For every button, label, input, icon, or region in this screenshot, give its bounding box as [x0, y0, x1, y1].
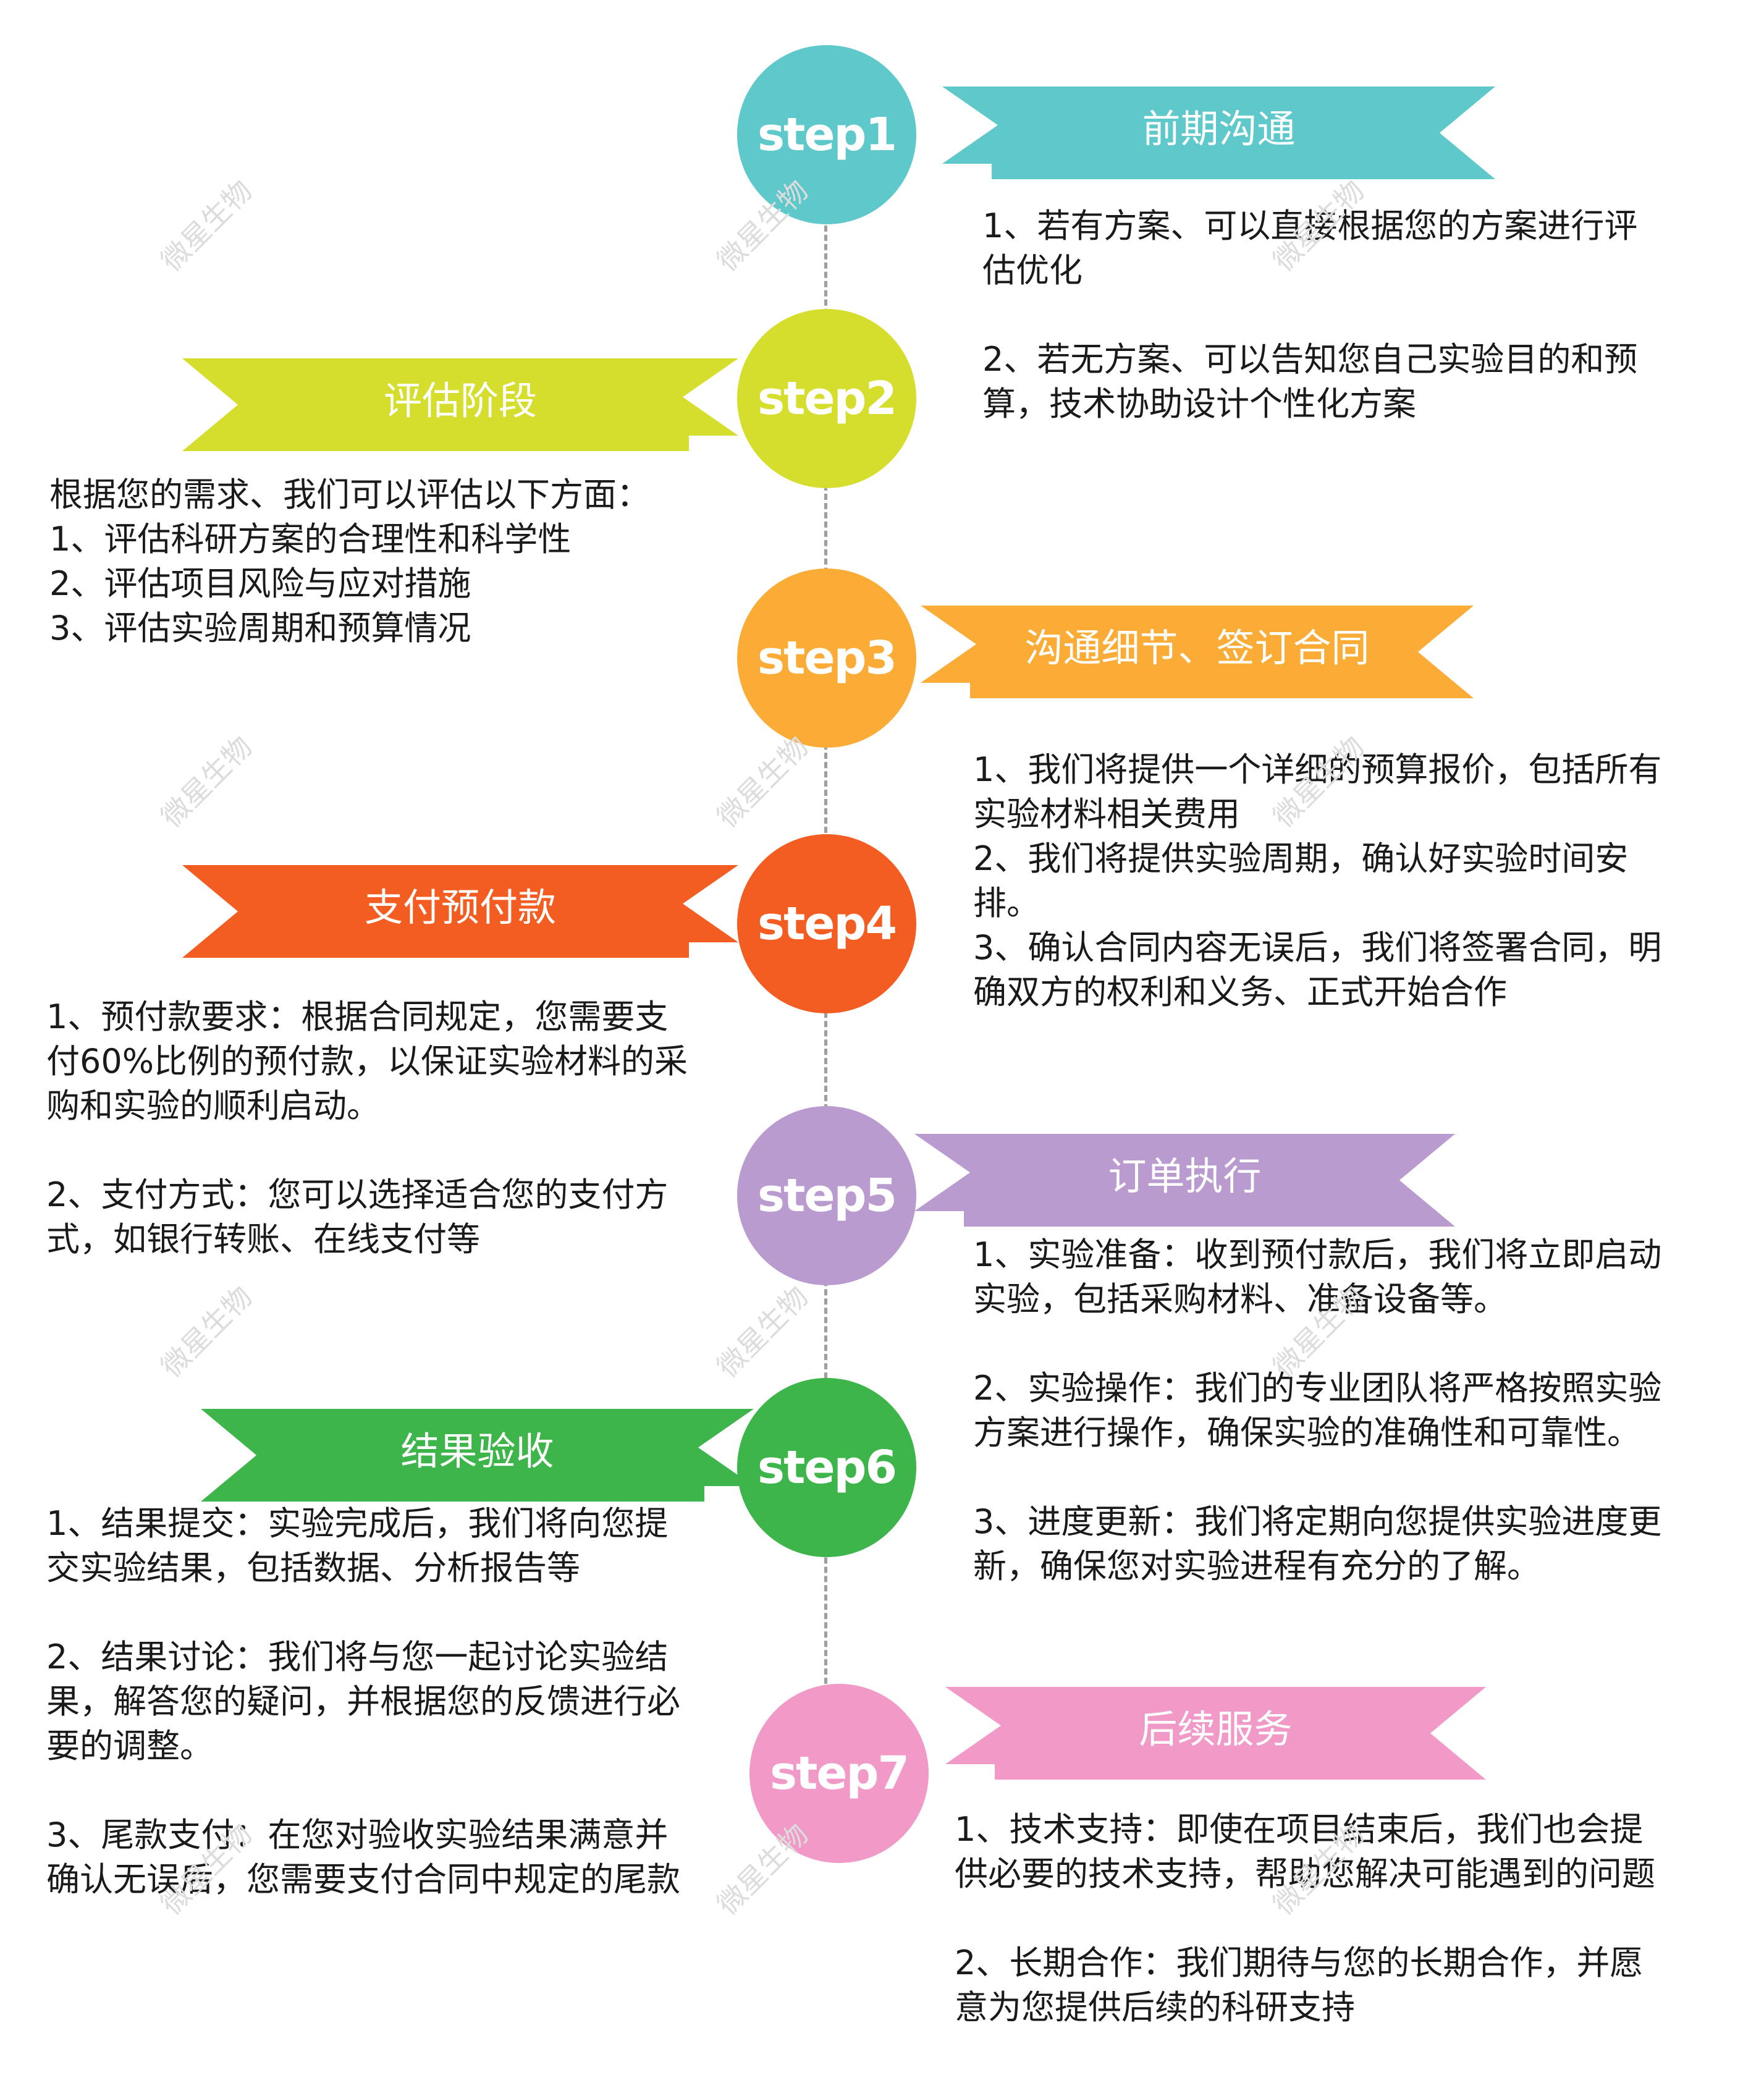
ribbon-shape [914, 1134, 1455, 1227]
description-line: 算，技术协助设计个性化方案 [982, 384, 1416, 423]
banner-title: 订单执行 [1108, 1153, 1262, 1199]
step-banner-step4: 支付预付款 [182, 865, 738, 958]
paragraph-gap [982, 293, 1637, 337]
ribbon-fill [945, 1687, 1486, 1780]
ribbon-shape [182, 865, 738, 958]
description-line: 3、尾款支付：在您对验收实验结果满意并 [46, 1815, 669, 1854]
ribbon-fill [942, 87, 1495, 179]
step-label: step2 [757, 372, 897, 425]
step-banner-step3: 沟通细节、签订合同 [921, 606, 1474, 698]
description-line: 1、实验准备：收到预付款后，我们将立即启动 [973, 1235, 1662, 1274]
step-banner-step2: 评估阶段 [182, 358, 738, 451]
banner-title: 结果验收 [400, 1428, 554, 1474]
step-banner-step7: 后续服务 [945, 1687, 1486, 1780]
description-line: 2、长期合作：我们期待与您的长期合作，并愿 [955, 1943, 1644, 1982]
description-line: 意为您提供后续的科研支持 [955, 1988, 1355, 2027]
description-line: 2、若无方案、可以告知您自己实验目的和预 [982, 340, 1638, 379]
ribbon-fill [921, 606, 1474, 698]
banner-title: 后续服务 [1139, 1706, 1293, 1752]
step-circle-step7: step7 [749, 1684, 929, 1863]
ribbon-fill [914, 1134, 1455, 1227]
description-line: 排。 [973, 884, 1040, 923]
watermark: 微星生物 [154, 729, 259, 834]
ribbon-shape [201, 1409, 754, 1502]
description-line: 1、结果提交：实验完成后，我们将向您提 [46, 1504, 669, 1543]
description-line: 1、预付款要求：根据合同规定，您需要支 [46, 997, 669, 1036]
banner-title: 评估阶段 [383, 378, 537, 423]
step-label: step5 [757, 1169, 897, 1222]
step-description-step5: 1、实验准备：收到预付款后，我们将立即启动实验，包括采购材料、准备设备等。 2、实… [973, 1233, 1661, 1589]
step-label: step4 [757, 897, 897, 950]
watermark: 微星生物 [710, 1817, 815, 1922]
ribbon-shape [182, 358, 738, 451]
description-line: 3、进度更新：我们将定期向您提供实验进度更 [973, 1502, 1662, 1541]
description-line: 确认无误后，您需要支付合同中规定的尾款 [46, 1860, 680, 1899]
step-label: step3 [757, 632, 897, 685]
banner-title: 沟通细节、签订合同 [1024, 625, 1370, 670]
description-line: 1、技术支持：即使在项目结束后，我们也会提 [955, 1810, 1644, 1849]
ribbon-fill [182, 865, 738, 958]
paragraph-gap [46, 1768, 680, 1813]
step-banner-step1: 前期沟通 [942, 87, 1495, 179]
step-circle-step5: step5 [737, 1106, 916, 1285]
ribbon-fill [201, 1409, 754, 1502]
step-circle-step4: step4 [737, 834, 916, 1013]
ribbon-shape [921, 606, 1474, 698]
description-line: 2、评估项目风险与应对措施 [49, 564, 471, 603]
description-line: 实验，包括采购材料、准备设备等。 [973, 1280, 1507, 1319]
ribbon-shape [945, 1687, 1486, 1780]
description-line: 供必要的技术支持，帮助您解决可能遇到的问题 [955, 1854, 1655, 1893]
step-banner-step5: 订单执行 [914, 1134, 1455, 1227]
watermark: 微星生物 [154, 1279, 259, 1384]
description-line: 3、确认合同内容无误后，我们将签署合同，明 [973, 928, 1662, 967]
description-line: 付60%比例的预付款，以保证实验材料的采 [46, 1042, 688, 1081]
watermark: 微星生物 [710, 729, 815, 834]
banner-title: 前期沟通 [1142, 106, 1296, 151]
description-line: 根据您的需求、我们可以评估以下方面： [49, 475, 650, 514]
banner-title: 支付预付款 [364, 884, 556, 930]
description-line: 2、实验操作：我们的专业团队将严格按照实验 [973, 1369, 1662, 1408]
description-line: 2、支付方式：您可以选择适合您的支付方 [46, 1175, 669, 1214]
step-circle-step1: step1 [737, 45, 916, 224]
description-line: 交实验结果，包括数据、分析报告等 [46, 1549, 580, 1587]
watermark: 微星生物 [154, 173, 259, 278]
paragraph-gap [46, 1591, 680, 1635]
description-line: 1、评估科研方案的合理性和科学性 [49, 520, 572, 559]
step-description-step1: 1、若有方案、可以直接根据您的方案进行评估优化 2、若无方案、可以告知您自己实验目… [982, 204, 1637, 426]
watermark: 微星生物 [710, 1279, 815, 1384]
ribbon-shape [942, 87, 1495, 179]
description-line: 2、结果讨论：我们将与您一起讨论实验结 [46, 1637, 669, 1676]
paragraph-gap [46, 1128, 688, 1173]
description-line: 估优化 [982, 251, 1082, 290]
description-line: 要的调整。 [46, 1726, 213, 1765]
step-description-step7: 1、技术支持：即使在项目结束后，我们也会提供必要的技术支持，帮助您解决可能遇到的… [955, 1807, 1655, 2030]
step-label: step6 [757, 1441, 897, 1494]
description-line: 3、评估实验周期和预算情况 [49, 609, 471, 648]
description-line: 1、我们将提供一个详细的预算报价，包括所有 [973, 750, 1662, 789]
description-line: 购和实验的顺利启动。 [46, 1086, 380, 1125]
paragraph-gap [973, 1455, 1661, 1500]
step-label: step7 [769, 1747, 909, 1800]
description-line: 确双方的权利和义务、正式开始合作 [973, 973, 1507, 1012]
step-description-step4: 1、预付款要求：根据合同规定，您需要支付60%比例的预付款，以保证实验材料的采购… [46, 995, 688, 1262]
step-label: step1 [757, 108, 897, 161]
description-line: 式，如银行转账、在线支付等 [46, 1220, 480, 1259]
description-line: 方案进行操作，确保实验的准确性和可靠性。 [973, 1413, 1640, 1452]
step-description-step3: 1、我们将提供一个详细的预算报价，包括所有实验材料相关费用 2、我们将提供实验周期… [973, 748, 1661, 1015]
description-line: 1、若有方案、可以直接根据您的方案进行评 [982, 206, 1638, 245]
step-banner-step6: 结果验收 [201, 1409, 754, 1502]
step-circle-step6: step6 [737, 1378, 916, 1557]
description-line: 2、我们将提供实验周期，确认好实验时间安 [973, 839, 1629, 878]
description-line: 实验材料相关费用 [973, 795, 1240, 834]
step-circle-step2: step2 [737, 309, 916, 488]
ribbon-fill [182, 358, 738, 451]
description-line: 新，确保您对实验进程有充分的了解。 [973, 1547, 1540, 1586]
step-description-step6: 1、结果提交：实验完成后，我们将向您提交实验结果，包括数据、分析报告等 2、结果讨… [46, 1502, 680, 1902]
step-description-step2: 根据您的需求、我们可以评估以下方面： 1、评估科研方案的合理性和科学性 2、评估项目… [49, 473, 650, 651]
description-line: 果，解答您的疑问，并根据您的反馈进行必 [46, 1682, 680, 1721]
step-circle-step3: step3 [737, 568, 916, 748]
